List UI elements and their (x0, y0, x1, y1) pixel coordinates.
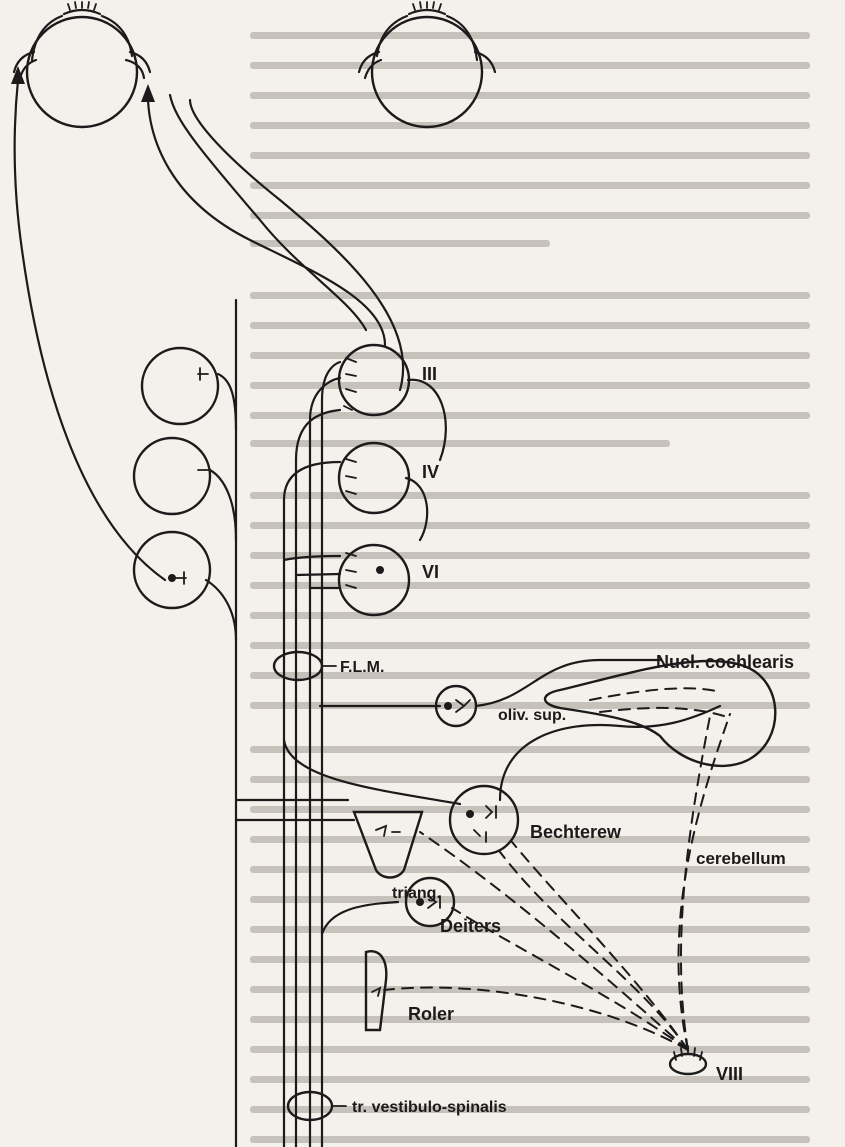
label-oliv-sup: oliv. sup. (498, 707, 566, 724)
label-flm: F.L.M. (340, 659, 384, 676)
label-IV: IV (422, 462, 439, 482)
left-nucleus-1 (142, 348, 218, 424)
label-bechterew: Bechterew (530, 822, 622, 842)
bechterew-nucleus (450, 786, 518, 854)
left-nucleus-column (134, 348, 236, 640)
label-roler: Roler (408, 1004, 454, 1024)
left-nucleus-3 (134, 532, 210, 608)
left-eye-lashes (68, 2, 96, 10)
label-tr-vestibulo-spinalis: tr. vestibulo-spinalis (352, 1099, 507, 1116)
left-nucleus-2 (134, 438, 210, 514)
label-VI: VI (422, 562, 439, 582)
label-III: III (422, 364, 437, 384)
label-cerebellum: cerebellum (696, 849, 786, 868)
nucleus-IV (339, 443, 409, 513)
label-VIII: VIII (716, 1064, 743, 1084)
left-eye (14, 2, 150, 127)
